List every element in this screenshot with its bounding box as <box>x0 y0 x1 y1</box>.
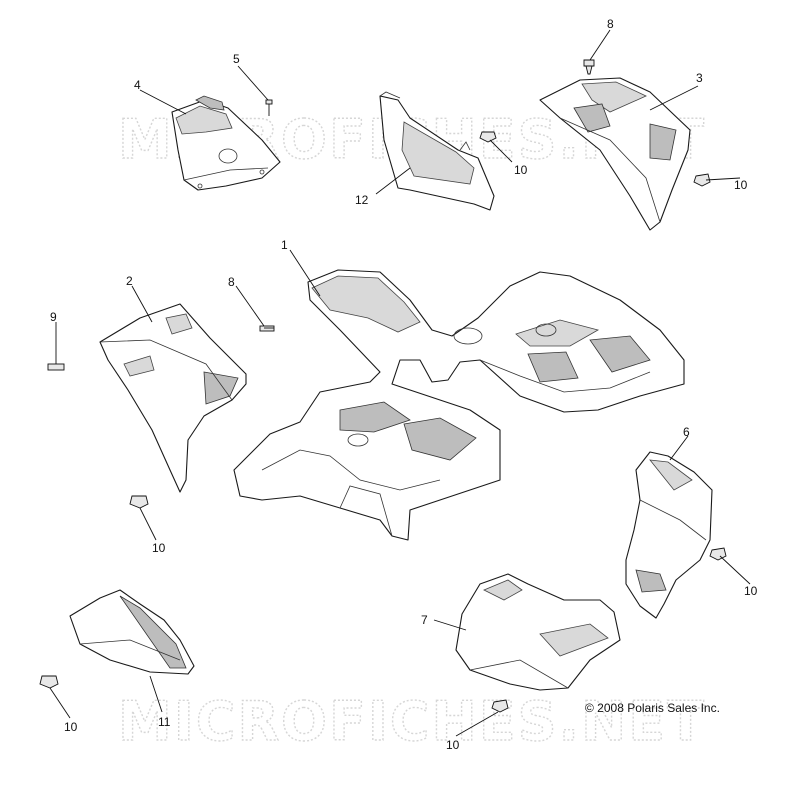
callout-10-b: 10 <box>734 178 748 192</box>
callout-3: 3 <box>696 71 703 85</box>
part-10-fastener-d <box>709 547 727 561</box>
callout-12: 12 <box>355 193 369 207</box>
part-11-shroud <box>69 589 195 675</box>
callout-10-a: 10 <box>514 163 528 177</box>
part-7-fender <box>455 573 621 691</box>
part-3-cover <box>539 77 691 231</box>
callout-10-e: 10 <box>64 720 78 734</box>
callout-11: 11 <box>158 715 171 729</box>
callout-1: 1 <box>281 238 288 252</box>
callout-10-f: 10 <box>446 738 460 752</box>
part-10-fastener-a <box>479 131 497 143</box>
callout-4: 4 <box>134 78 141 92</box>
callout-6: 6 <box>683 425 690 439</box>
callout-labels: 1 2 3 4 5 6 7 8 8 9 10 10 10 10 10 10 11… <box>50 17 758 752</box>
part-2-side-panel <box>99 303 247 493</box>
callout-8-top: 8 <box>607 17 614 31</box>
part-10-fastener-c <box>129 495 149 509</box>
part-6-side-panel <box>625 451 713 619</box>
part-1-main-fender <box>233 269 685 541</box>
part-12-panel <box>379 91 495 211</box>
part-10-fastener-b <box>693 173 711 187</box>
part-9-screw <box>47 363 65 371</box>
part-10-fastener-e <box>491 699 509 713</box>
callout-10-d: 10 <box>744 584 758 598</box>
copyright-notice: © 2008 Polaris Sales Inc. <box>585 701 720 715</box>
part-4-cover <box>171 95 281 191</box>
callout-7: 7 <box>421 613 428 627</box>
leader-lines <box>49 29 751 737</box>
part-8-top-fastener <box>583 59 595 75</box>
part-8-screw <box>259 325 275 332</box>
watermark-bottom: MICROFICHES.NET <box>118 690 706 753</box>
part-5-screw <box>265 99 273 116</box>
callout-2: 2 <box>126 274 133 288</box>
callout-5: 5 <box>233 52 240 66</box>
part-10-fastener-f <box>39 675 59 689</box>
callout-10-c: 10 <box>152 541 166 555</box>
callout-8-middle: 8 <box>228 275 235 289</box>
callout-9: 9 <box>50 310 57 324</box>
